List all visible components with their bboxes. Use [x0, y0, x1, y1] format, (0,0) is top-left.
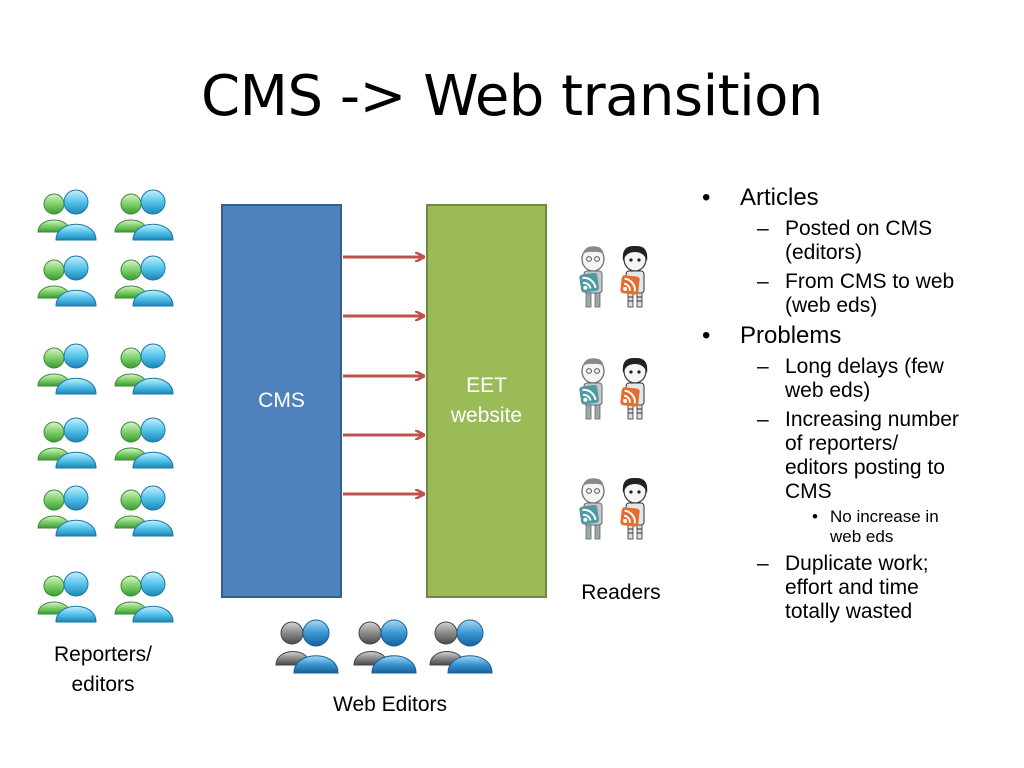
reporter-user-icon [37, 189, 97, 241]
sub-bullet-from-cms-to-web: From CMS to web (web eds) [700, 270, 1000, 318]
reporter-user-icon [37, 343, 97, 395]
web-editor-user-icon [353, 619, 417, 674]
sub-sub-bullet-no-increase: No increase in web eds [700, 507, 1000, 547]
sub-bullet-long-delays: Long delays (few web eds) [700, 355, 1000, 403]
eet-box-label: EET website [450, 374, 523, 427]
bullet-articles: Articles [700, 184, 1000, 212]
slide-title: CMS -> Web transition [201, 64, 823, 129]
readers-label: Readers [581, 581, 661, 604]
web-editors-label: Web Editors [333, 693, 447, 716]
sub-bullet-posted-on-cms: Posted on CMS (editors) [700, 217, 1000, 265]
web-editor-user-icon [429, 619, 493, 674]
sub-bullet-duplicate-work: Duplicate work; effort and time totally … [700, 552, 1000, 624]
reporter-user-icon [37, 255, 97, 307]
reporter-user-icon [114, 255, 174, 307]
sub-bullet-increasing: Increasing number of reporters/ editors … [700, 408, 1000, 504]
reporter-user-icon [114, 417, 174, 469]
reporter-user-icon [37, 485, 97, 537]
reader-rss-icon [576, 245, 660, 311]
reader-rss-icon [576, 357, 660, 423]
reporter-user-icon [114, 343, 174, 395]
bullet-list: Articles Posted on CMS (editors) From CM… [700, 180, 1000, 624]
eet-website-box: EET website [426, 204, 547, 598]
reader-rss-icon [576, 477, 660, 543]
cms-box-label: CMS [258, 389, 305, 412]
reporter-user-icon [114, 485, 174, 537]
reporters-editors-label: Reporters/ editors [53, 643, 153, 696]
bullet-problems: Problems [700, 322, 1000, 350]
web-editor-user-icon [275, 619, 339, 674]
reporter-user-icon [37, 571, 97, 623]
reporter-user-icon [114, 189, 174, 241]
reporter-user-icon [114, 571, 174, 623]
reporter-user-icon [37, 417, 97, 469]
cms-box: CMS [221, 204, 342, 598]
